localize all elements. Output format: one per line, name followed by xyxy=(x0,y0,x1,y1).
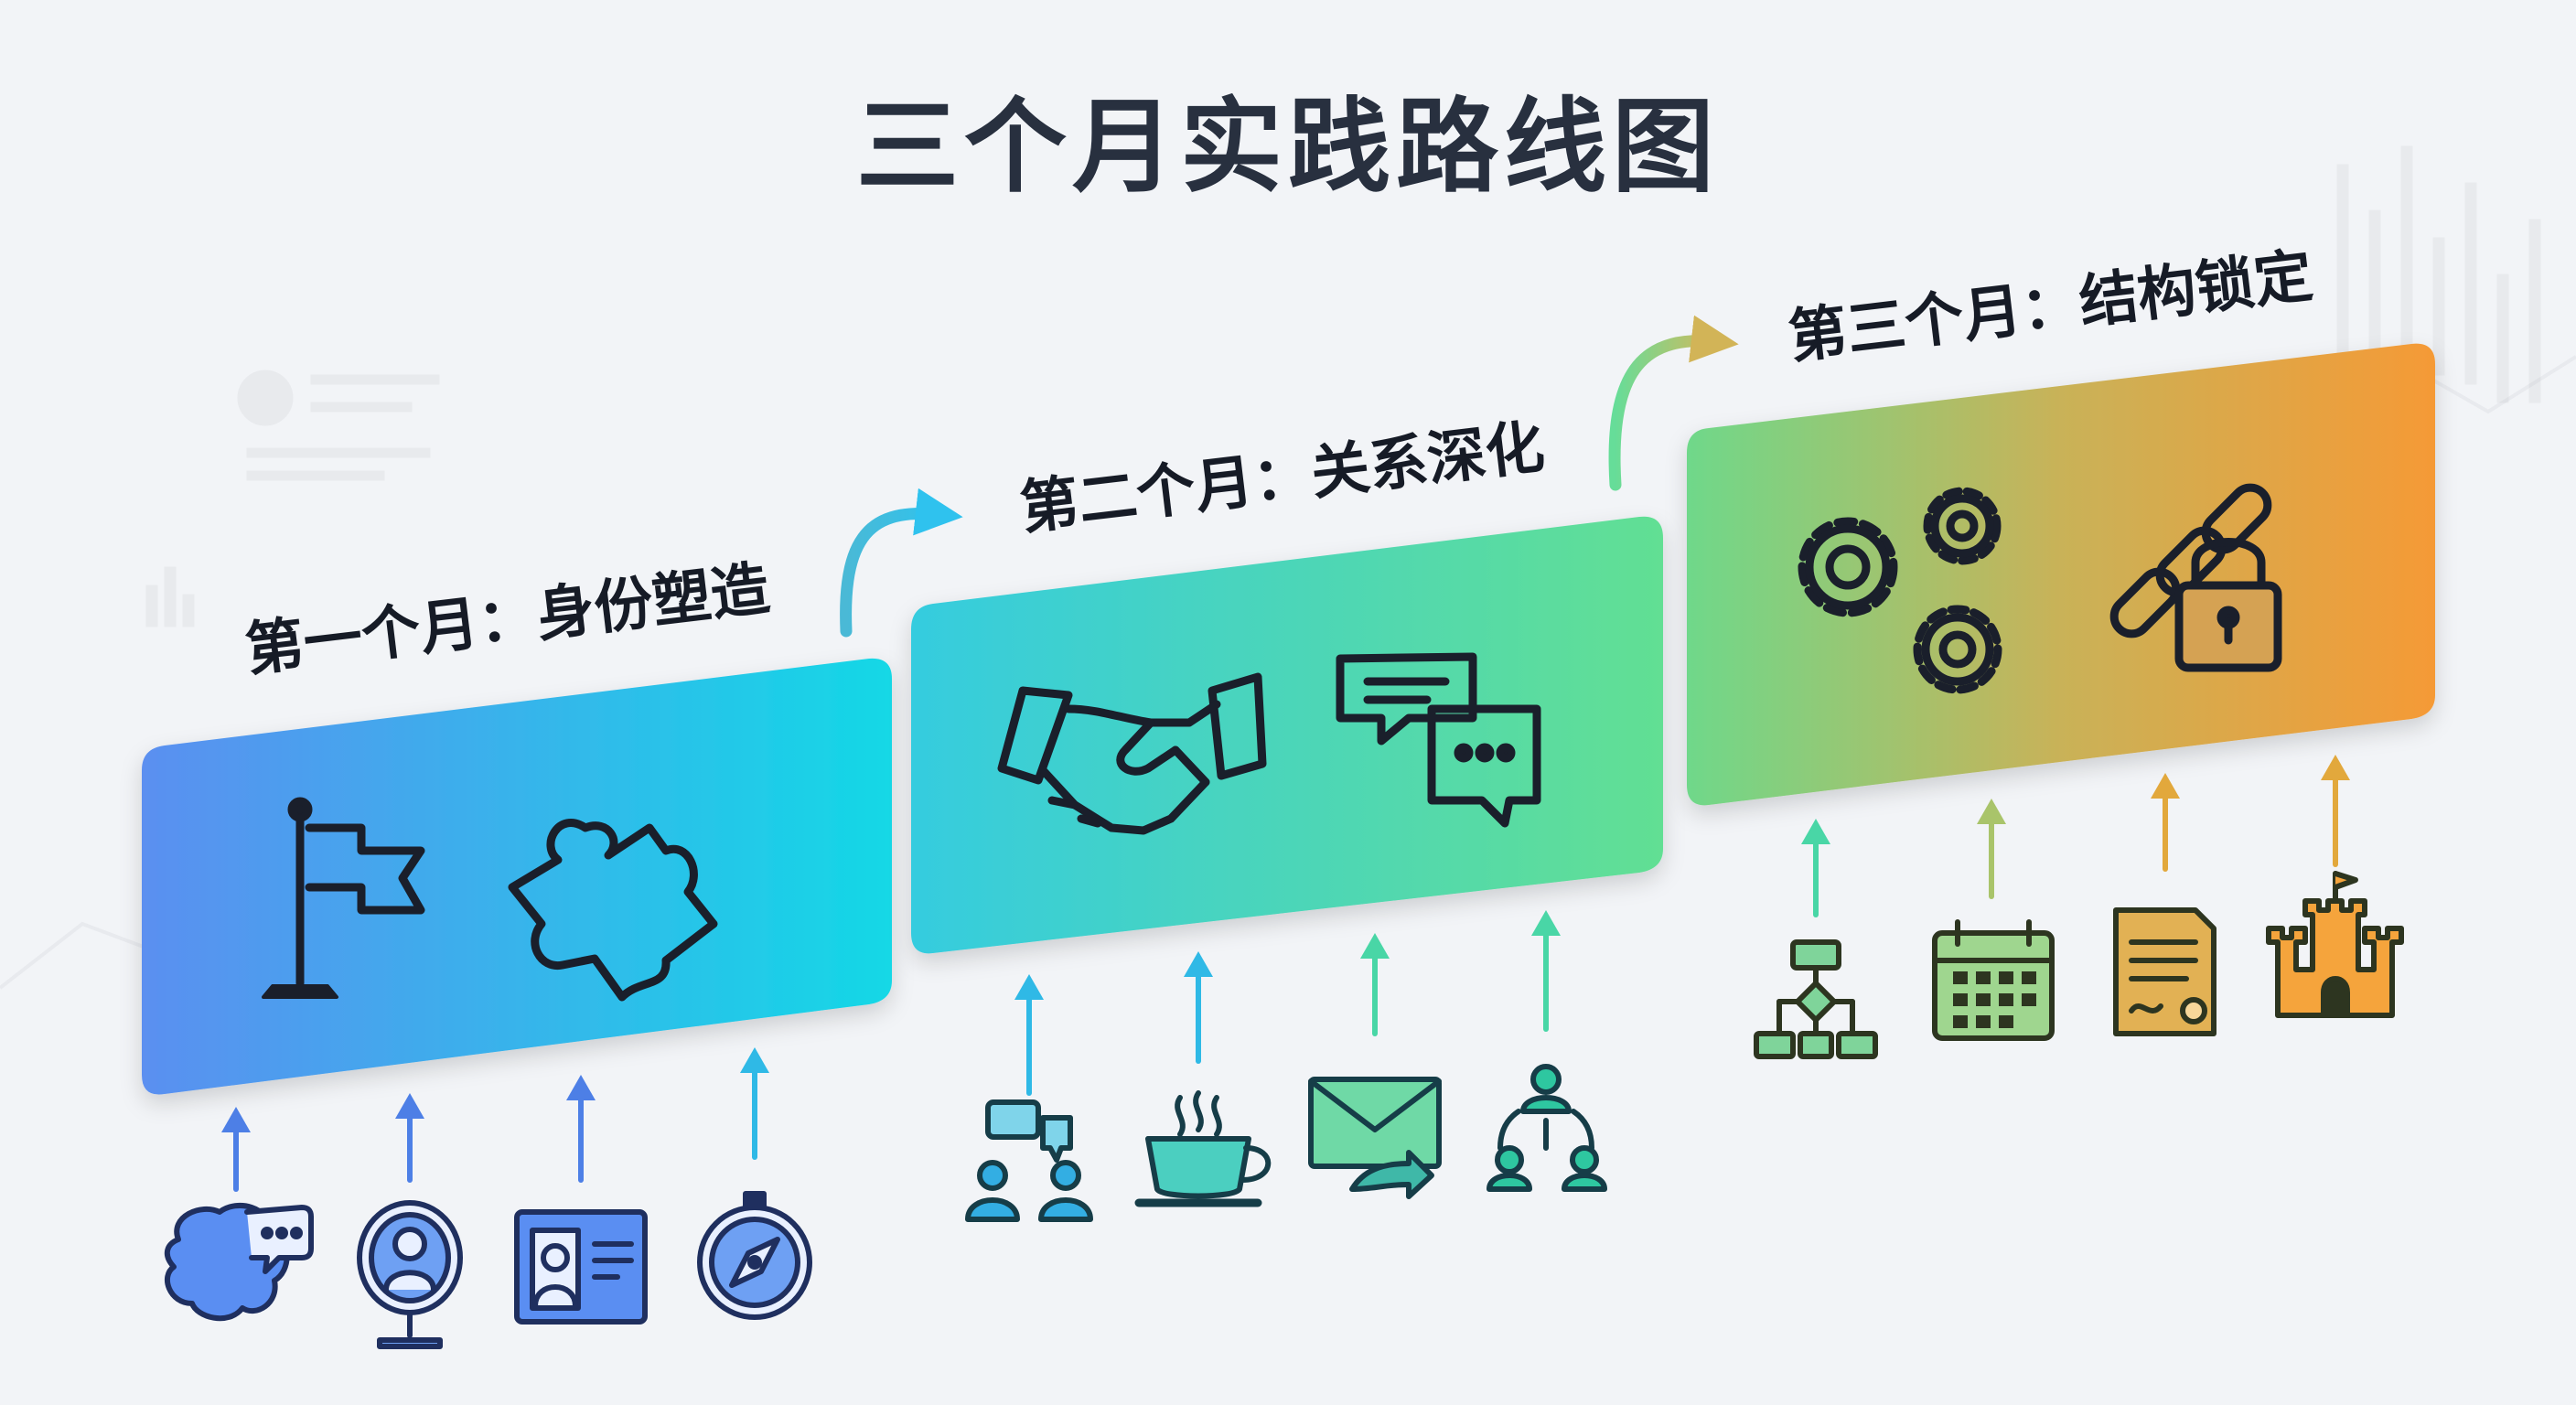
group-chat-icon xyxy=(965,1099,1093,1222)
coffee-cup-icon xyxy=(1134,1090,1272,1207)
handshake-icon xyxy=(997,672,1267,835)
bg-text-line xyxy=(246,470,385,481)
bg-text-line xyxy=(246,447,431,458)
compass-icon xyxy=(697,1191,812,1320)
bg-bar xyxy=(182,594,195,627)
flowchart-icon xyxy=(1754,939,1878,1059)
brain-chat-icon xyxy=(164,1202,314,1322)
chat-bubbles-icon xyxy=(1336,652,1541,828)
bg-candle xyxy=(2432,237,2445,376)
connector-arrow-1 xyxy=(840,488,963,638)
castle-icon xyxy=(2266,871,2404,1018)
page-title: 三个月实践路线图 xyxy=(856,88,1720,207)
chain-lock-icon xyxy=(2109,483,2282,672)
bg-candle xyxy=(2528,219,2541,403)
bg-text-line xyxy=(310,374,440,385)
connector-arrow-2 xyxy=(1608,315,1739,491)
flag-icon xyxy=(262,797,425,999)
mirror-icon xyxy=(357,1200,463,1349)
stage-1-panel xyxy=(142,658,892,1095)
up-arrows xyxy=(221,755,2350,1192)
bg-bar xyxy=(164,566,177,627)
network-people-icon xyxy=(1487,1064,1607,1192)
stage-3-panel xyxy=(1687,343,2435,806)
email-forward-icon xyxy=(1308,1077,1442,1199)
puzzle-icon xyxy=(508,819,718,1002)
bg-candle xyxy=(2464,182,2477,385)
gears-icon xyxy=(1798,487,2002,694)
bg-bar xyxy=(145,585,158,627)
calendar-icon xyxy=(1932,919,2055,1041)
bg-text-line xyxy=(310,402,413,413)
certificate-icon xyxy=(2113,907,2216,1036)
id-card-icon xyxy=(514,1209,648,1325)
bg-candle xyxy=(2496,273,2509,403)
stage-2-panel xyxy=(911,516,1663,954)
bg-pie-icon xyxy=(237,370,294,426)
